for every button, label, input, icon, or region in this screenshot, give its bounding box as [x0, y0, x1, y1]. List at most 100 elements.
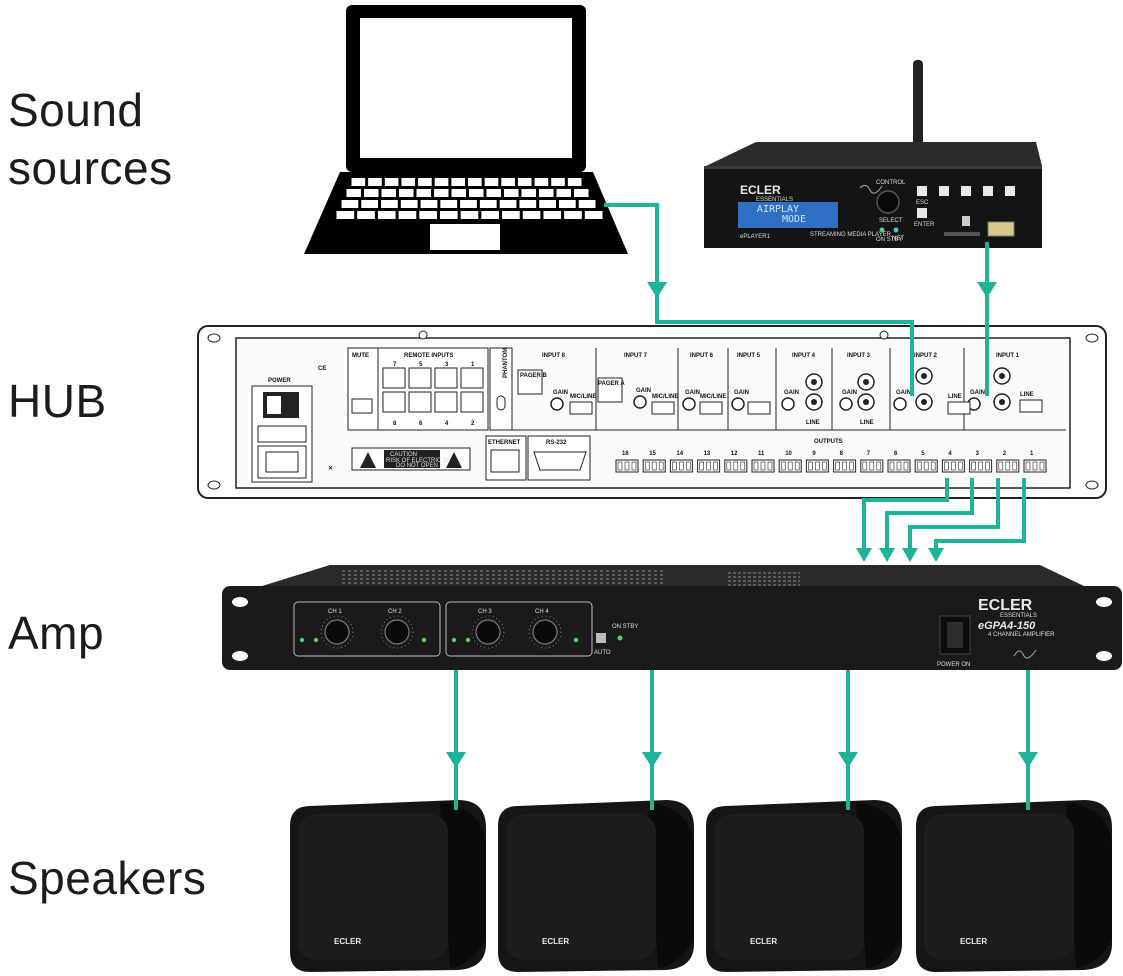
- output-number: 9: [812, 451, 816, 457]
- arrow-icon: [856, 548, 872, 562]
- output-number: 5: [921, 451, 925, 457]
- speaker-brand: ECLER: [334, 937, 361, 946]
- svg-text:ETHERNET: ETHERNET: [488, 440, 521, 446]
- svg-text:RISK OF ELECTRIC SHOCK: RISK OF ELECTRIC SHOCK: [386, 458, 464, 464]
- svg-text:SELECT: SELECT: [879, 218, 903, 224]
- input-label: INPUT 7: [624, 353, 648, 359]
- remote-input-number: 6: [419, 421, 423, 427]
- remote-input-number: 3: [445, 362, 449, 368]
- arrow-icon: [446, 752, 466, 768]
- svg-text:LINE: LINE: [860, 420, 874, 426]
- svg-text:PHANTOM: PHANTOM: [503, 348, 509, 378]
- svg-text:POWER: POWER: [268, 378, 291, 384]
- input-label: INPUT 5: [737, 353, 761, 359]
- svg-text:MIC/LINE: MIC/LINE: [700, 394, 726, 400]
- svg-text:eGPA4-150: eGPA4-150: [978, 620, 1036, 632]
- svg-text:LINE: LINE: [806, 420, 820, 426]
- svg-text:CAUTION: CAUTION: [390, 452, 417, 458]
- svg-text:NET: NET: [892, 236, 904, 242]
- speaker-brand: ECLER: [542, 937, 569, 946]
- svg-text:GAIN: GAIN: [636, 388, 651, 394]
- svg-text:CONTROL: CONTROL: [876, 180, 906, 186]
- output-number: 4: [948, 451, 952, 457]
- remote-input-number: 4: [445, 421, 449, 427]
- remote-input-number: 1: [471, 362, 475, 368]
- svg-text:ESSENTIALS: ESSENTIALS: [756, 197, 793, 203]
- arrow-icon: [977, 282, 997, 298]
- output-number: 8: [840, 451, 844, 457]
- svg-text:ON STBY: ON STBY: [612, 624, 638, 630]
- output-number: 13: [704, 451, 711, 457]
- input-label: INPUT 8: [542, 353, 566, 359]
- hub-label: HUB: [8, 375, 107, 427]
- svg-text:AUTO: AUTO: [594, 650, 611, 656]
- arrow-icon: [902, 548, 918, 562]
- svg-text:MIC/LINE: MIC/LINE: [652, 394, 678, 400]
- arrow-icon: [1018, 752, 1038, 768]
- remote-input-number: 7: [393, 362, 397, 368]
- remote-input-number: 5: [419, 362, 423, 368]
- svg-text:ENTER: ENTER: [914, 222, 935, 228]
- speaker-brand: ECLER: [750, 937, 777, 946]
- player-brand: ECLER: [740, 183, 781, 197]
- input-label: INPUT 2: [914, 353, 938, 359]
- speaker-brand: ECLER: [960, 937, 987, 946]
- svg-text:LINE: LINE: [948, 394, 962, 400]
- gain-knob-icon: [324, 619, 350, 645]
- svg-text:LINE: LINE: [1020, 392, 1034, 398]
- svg-text:4 CHANNEL AMPLIFIER: 4 CHANNEL AMPLIFIER: [988, 632, 1055, 638]
- gain-knob-icon: [475, 619, 501, 645]
- output-number: 16: [622, 451, 629, 457]
- svg-text:PAGER B: PAGER B: [520, 373, 548, 379]
- svg-text:ESSENTIALS: ESSENTIALS: [1000, 613, 1037, 619]
- remote-input-number: 8: [393, 421, 397, 427]
- speaker-icon: ECLER: [498, 800, 694, 972]
- svg-text:DO NOT OPEN: DO NOT OPEN: [396, 463, 438, 469]
- amp-channel-label: CH 4: [535, 609, 549, 615]
- svg-text:ON STBY: ON STBY: [876, 237, 902, 243]
- svg-text:GAIN: GAIN: [896, 390, 911, 396]
- svg-text:OUTPUTS: OUTPUTS: [814, 439, 843, 445]
- arrow-icon: [642, 752, 662, 768]
- svg-text:GAIN: GAIN: [685, 390, 700, 396]
- svg-text:GAIN: GAIN: [553, 390, 568, 396]
- output-number: 1: [1030, 451, 1034, 457]
- output-number: 7: [867, 451, 871, 457]
- svg-text:AIRPLAY: AIRPLAY: [757, 204, 799, 215]
- svg-text:MUTE: MUTE: [352, 353, 369, 359]
- svg-text:STREAMING MEDIA PLAYER: STREAMING MEDIA PLAYER: [810, 232, 892, 238]
- amp-brand: ECLER: [978, 597, 1033, 614]
- svg-text:✕: ✕: [328, 465, 333, 472]
- svg-text:GAIN: GAIN: [734, 390, 749, 396]
- svg-text:GAIN: GAIN: [970, 390, 985, 396]
- svg-text:GAIN: GAIN: [842, 390, 857, 396]
- output-number: 15: [649, 451, 656, 457]
- gain-knob-icon: [532, 619, 558, 645]
- usb-port-icon: [987, 221, 1015, 237]
- svg-text:ESC: ESC: [916, 200, 929, 206]
- media-player-device: ECLER ESSENTIALS AIRPLAY MODE ePLAYER1 S…: [704, 60, 1042, 248]
- output-number: 14: [676, 451, 683, 457]
- rs232-port-icon: [533, 451, 587, 471]
- amp-label: Amp: [8, 607, 105, 659]
- amp-channel-label: CH 2: [388, 609, 402, 615]
- antenna-icon: [913, 60, 923, 168]
- arrow-icon: [838, 752, 858, 768]
- speakers-group: ECLER ECLER ECLER ECLER: [290, 800, 1112, 972]
- input-label: INPUT 6: [690, 353, 714, 359]
- output-number: 6: [894, 451, 898, 457]
- svg-text:REMOTE INPUTS: REMOTE INPUTS: [404, 353, 453, 359]
- sound-sources-label: Sound sources: [8, 84, 173, 194]
- input-label: INPUT 3: [847, 353, 871, 359]
- laptop-icon: [304, 5, 628, 254]
- svg-text:POWER ON: POWER ON: [937, 662, 970, 668]
- connection-wires: [446, 203, 1038, 810]
- ethernet-port-icon: [490, 449, 520, 473]
- output-number: 3: [976, 451, 980, 457]
- svg-text:MIC/LINE: MIC/LINE: [570, 394, 596, 400]
- output-number: 10: [785, 451, 792, 457]
- arrow-icon: [928, 548, 944, 562]
